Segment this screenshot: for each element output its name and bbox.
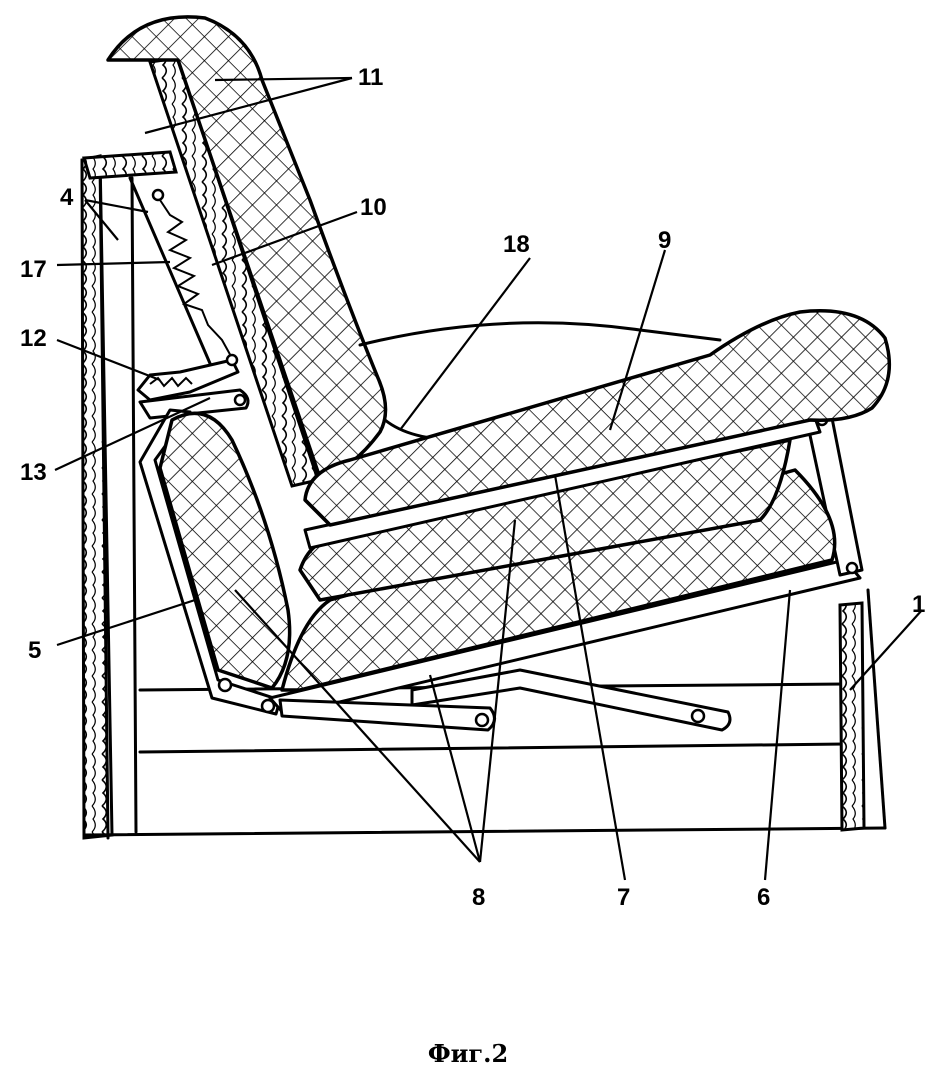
seat <box>268 309 892 717</box>
label-17: 17 <box>20 256 47 283</box>
spring-anchor <box>151 188 165 202</box>
top-rail <box>82 150 178 180</box>
label-4: 4 <box>60 184 74 211</box>
backrest <box>106 15 462 488</box>
seat-cushion-middle <box>298 438 792 602</box>
callout-labels: 11 10 18 9 4 17 12 13 5 1 8 7 6 <box>20 64 925 911</box>
recline-mechanism <box>128 176 250 420</box>
figure-caption: Фиг.2 <box>428 1039 508 1068</box>
seat-cushion-upper-9 <box>303 309 892 527</box>
leader-lines <box>54 76 923 881</box>
rear-wooden-post <box>838 601 866 832</box>
link-arm-rear <box>410 668 732 732</box>
label-1: 1 <box>912 591 925 618</box>
label-8: 8 <box>472 884 485 911</box>
label-5: 5 <box>28 637 41 664</box>
label-11: 11 <box>358 64 383 91</box>
backrest-cushion <box>106 15 388 480</box>
lever-13 <box>138 388 250 420</box>
spring-17 <box>159 199 233 359</box>
label-12: 12 <box>20 325 47 352</box>
label-18: 18 <box>503 231 530 258</box>
label-9: 9 <box>658 227 671 254</box>
label-6: 6 <box>757 884 770 911</box>
front-frame <box>138 408 292 716</box>
link-arm-front <box>278 698 496 732</box>
side-frame <box>80 150 887 840</box>
label-13: 13 <box>20 459 47 486</box>
label-7: 7 <box>617 884 630 911</box>
front-cushion <box>158 411 292 690</box>
label-10: 10 <box>360 194 387 221</box>
